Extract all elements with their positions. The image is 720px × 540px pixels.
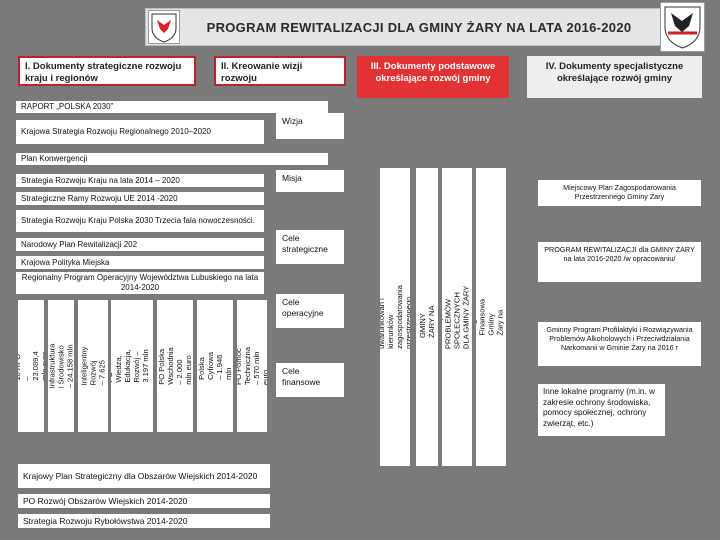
financial-goals-box: Cele finansowe <box>276 363 344 397</box>
page-title: PROGRAM REWITALIZACJI DLA GMINY ŻARY NA … <box>206 19 632 35</box>
vprog-label: 16 RPO – 23.089,4 mln euro <box>18 351 44 381</box>
header-col3: III. Dokumenty podstawowe określające ro… <box>357 56 509 98</box>
right-coat-of-arms-icon <box>660 2 705 52</box>
doc-label: Studium uwarunkowań i kierunków zagospod… <box>380 285 410 349</box>
vprog-label: PO Inteligentny Rozwój – 7.625 mln euro <box>78 346 108 386</box>
doc-strategia-rozwoju: STRATEGIA ROZWOJU GMINY ŻARY NA LATA 201… <box>416 168 438 466</box>
vprog-pir: PO Inteligentny Rozwój – 7.625 mln euro <box>78 300 108 432</box>
vprog-pois: PO Infrastruktura i Środowisko – 24.158 … <box>48 300 74 432</box>
row-ksrr: Krajowa Strategia Rozwoju Regionalnego 2… <box>16 120 264 144</box>
header-col2: II. Kreowanie wizji rozwoju <box>214 56 346 86</box>
row-plan-konwergencji: Plan Konwergencji <box>16 153 328 165</box>
row-kpm: Krajowa Polityka Miejska <box>16 256 264 269</box>
row-prow: PO Rozwój Obszarów Wiejskich 2014-2020 <box>18 494 270 508</box>
strategic-goals-box: Cele strategiczne <box>276 230 344 264</box>
vprog-label: PO Infrastruktura i Środowisko – 24.158 … <box>48 343 74 389</box>
spec-doc-rewitalizacja: PROGRAM REWITALIZACJI dla GMINY ŻARY na … <box>538 242 701 282</box>
doc-wpf: Wieloletnia Prognoza Finansowa Gminy Żar… <box>476 168 506 466</box>
operational-goals-box: Cele operacyjne <box>276 294 344 328</box>
row-srk: Strategia Rozwoju Kraju na lata 2014 – 2… <box>16 174 264 187</box>
title-banner: PROGRAM REWITALIZACJI DLA GMINY ŻARY NA … <box>145 8 693 46</box>
left-coat-of-arms-icon <box>148 10 180 44</box>
doc-studium: Studium uwarunkowań i kierunków zagospod… <box>380 168 410 466</box>
vprog-label: PO Polska Wschodnia – 2.000 mln euro <box>157 347 193 385</box>
row-npr: Narodowy Plan Rewitalizacji 202 <box>16 238 264 251</box>
doc-label: Wieloletnia Prognoza Finansowa Gminy Żar… <box>476 298 506 336</box>
doc-label: STRATEGIA ROZWIĄZYWANIA PROBLEMÓW SPOŁEC… <box>442 285 472 350</box>
row-raport: RAPORT „POLSKA 2030” <box>16 101 328 113</box>
vprog-label: PO Wiedza, Edukacja, Rozwój – 3.197 mln … <box>111 349 153 383</box>
vprog-power: PO Wiedza, Edukacja, Rozwój – 3.197 mln … <box>111 300 153 432</box>
row-srk2030: Strategia Rozwoju Kraju Polska 2030 Trze… <box>16 210 264 232</box>
vprog-label: PO Polska Cyfrowa – 1.946 mln euro <box>197 352 233 380</box>
vprog-popw: PO Polska Wschodnia – 2.000 mln euro <box>157 300 193 432</box>
vision-box: Wizja <box>276 113 344 139</box>
mission-box: Misja <box>276 170 344 192</box>
vprog-label: PO Pomoc Techniczna – 570 mln euro <box>237 346 267 385</box>
spec-doc-inne: Inne lokalne programy (m.in. w zakresie … <box>538 384 665 436</box>
header-col1: I. Dokumenty strategiczne rozwoju kraju … <box>18 56 196 86</box>
row-kps: Krajowy Plan Strategiczny dla Obszarów W… <box>18 464 270 488</box>
spec-doc-mpzp: Miejscowy Plan Zagospodarowania Przestrz… <box>538 180 701 206</box>
row-ramy: Strategiczne Ramy Rozwoju UE 2014 -2020 <box>16 192 264 205</box>
doc-label: STRATEGIA ROZWOJU GMINY ŻARY NA LATA 201… <box>416 299 438 339</box>
row-rpo: Regionalny Program Operacyjny Województw… <box>16 272 264 294</box>
spec-doc-profilaktyka: Gminny Program Profilaktyki i Rozwiązywa… <box>538 322 701 366</box>
row-sr-ryb: Strategia Rozwoju Rybołówstwa 2014-2020 <box>18 514 270 528</box>
header-col4: IV. Dokumenty specjalistyczne określając… <box>527 56 702 98</box>
doc-strategia-problemow: STRATEGIA ROZWIĄZYWANIA PROBLEMÓW SPOŁEC… <box>442 168 472 466</box>
vprog-popt: PO Pomoc Techniczna – 570 mln euro <box>237 300 267 432</box>
vprog-rpo: 16 RPO – 23.089,4 mln euro <box>18 300 44 432</box>
vprog-popc: PO Polska Cyfrowa – 1.946 mln euro <box>197 300 233 432</box>
